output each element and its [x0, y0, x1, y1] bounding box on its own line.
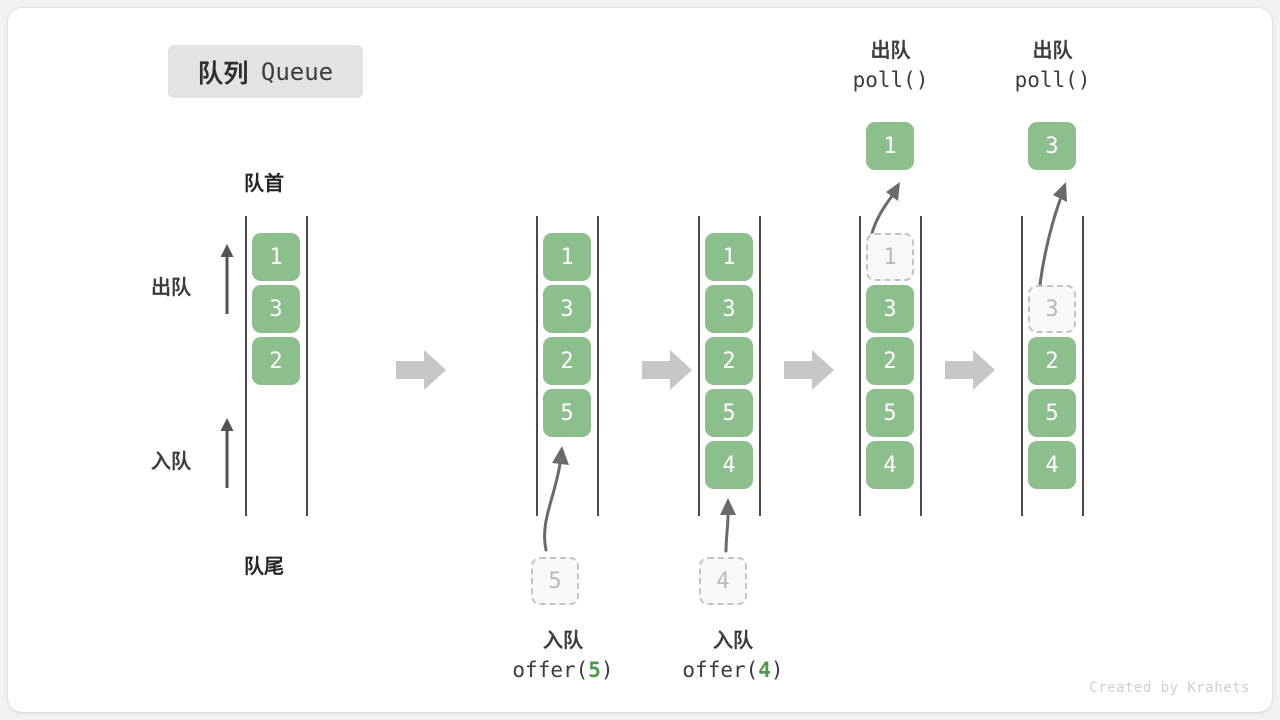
queue-cell: 1: [543, 233, 591, 281]
queue-rail-right: [920, 216, 922, 516]
pending-element-5: 5: [531, 557, 579, 605]
title-cn: 队列: [197, 59, 249, 88]
caption-fn: poll(): [1014, 67, 1091, 92]
caption-offer-4: 入队 offer(4): [638, 628, 828, 685]
queue-cell: 4: [705, 441, 753, 489]
removed-cell: 3: [1028, 285, 1076, 333]
caption-cn: 入队: [543, 630, 583, 652]
queue-tail-label: 队尾: [244, 556, 284, 578]
queue-cell: 2: [705, 337, 753, 385]
enqueue-motion-arrow-icon: [543, 446, 569, 552]
caption-arg: 4: [758, 657, 771, 682]
removed-cell: 1: [866, 233, 914, 281]
queue-cell: 1: [705, 233, 753, 281]
diagram-title-badge: 队列 Queue: [168, 45, 363, 98]
queue-rail-right: [759, 216, 761, 516]
queue-rail-right: [306, 216, 308, 516]
caption-fn-name: offer(: [682, 657, 759, 682]
queue-rail-left: [536, 216, 538, 516]
queue-cell: 2: [543, 337, 591, 385]
caption-fn-name: offer(: [512, 657, 589, 682]
caption-poll-3: 出队 poll(): [970, 38, 1135, 95]
queue-rail-left: [245, 216, 247, 516]
diagram-card: 队列 Queue 队首 队尾 出队 入队 1 3 2 1 3 2 5 5: [8, 8, 1272, 712]
step-arrow-icon: [396, 350, 446, 390]
step-arrow-icon: [642, 350, 692, 390]
caption-fn: offer(5): [512, 657, 614, 682]
queue-cell: 4: [866, 441, 914, 489]
queue-cell: 5: [543, 389, 591, 437]
queue-rail-left: [698, 216, 700, 516]
enqueue-direction-arrow-icon: [220, 418, 234, 488]
queue-cell: 4: [1028, 441, 1076, 489]
caption-fn: poll(): [852, 67, 929, 92]
queue-cell: 1: [252, 233, 300, 281]
popped-element-3: 3: [1028, 122, 1076, 170]
queue-rail-left: [1021, 216, 1023, 516]
dequeue-direction-arrow-icon: [220, 244, 234, 314]
queue-stage-poll-3: 3 2 5 4: [1021, 216, 1085, 516]
queue-cell: 5: [1028, 389, 1076, 437]
caption-cn: 出队: [870, 40, 911, 62]
queue-rail-left: [859, 216, 861, 516]
popped-element-1: 1: [866, 122, 914, 170]
queue-cell: 5: [705, 389, 753, 437]
queue-stage-initial: 1 3 2: [245, 216, 309, 516]
enqueue-side-label: 入队: [151, 451, 191, 473]
title-en: Queue: [260, 57, 334, 86]
step-arrow-icon: [945, 350, 995, 390]
caption-poll-1: 出队 poll(): [808, 38, 973, 95]
queue-cell: 3: [705, 285, 753, 333]
step-arrow-icon: [784, 350, 834, 390]
queue-stage-poll-1: 1 3 2 5 4: [859, 216, 923, 516]
credit-text: Created by Krahets: [1089, 680, 1250, 696]
queue-rail-right: [1082, 216, 1084, 516]
queue-cell: 3: [252, 285, 300, 333]
caption-cn: 入队: [713, 630, 753, 652]
caption-arg: 5: [588, 657, 601, 682]
queue-cell: 2: [866, 337, 914, 385]
queue-cell: 5: [866, 389, 914, 437]
queue-stage-offer-5: 1 3 2 5: [536, 216, 600, 516]
pending-element-4: 4: [699, 557, 747, 605]
queue-rail-right: [597, 216, 599, 516]
caption-offer-5: 入队 offer(5): [468, 628, 658, 685]
queue-cell: 3: [543, 285, 591, 333]
dequeue-side-label: 出队: [151, 277, 191, 299]
queue-stage-offer-4: 1 3 2 5 4: [698, 216, 762, 516]
queue-cell: 2: [252, 337, 300, 385]
queue-head-label: 队首: [244, 173, 284, 195]
caption-cn: 出队: [1032, 40, 1073, 62]
enqueue-motion-arrow-icon: [720, 498, 736, 553]
queue-cell: 2: [1028, 337, 1076, 385]
queue-cell: 3: [866, 285, 914, 333]
caption-fn: offer(4): [682, 657, 784, 682]
